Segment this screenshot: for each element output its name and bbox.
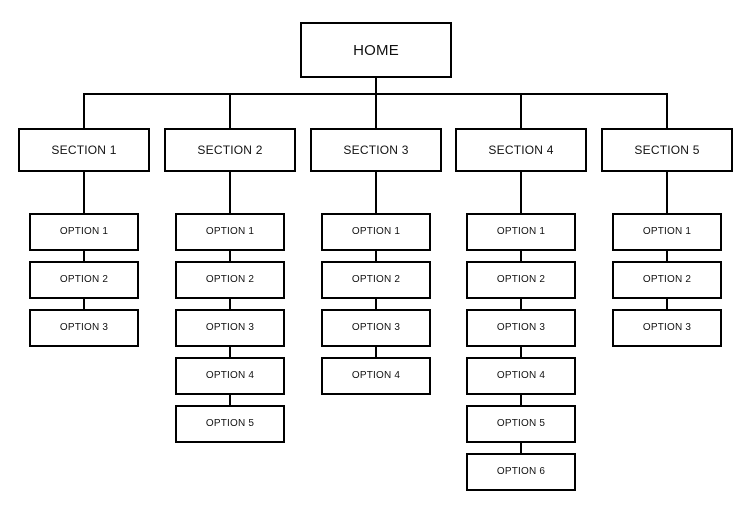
node-option-label: OPTION 4 [496,370,546,381]
connector-section-5-option-2 [666,251,668,261]
connector-bus-to-section-4 [520,94,522,128]
node-section-label: SECTION 4 [488,143,554,157]
node-option-label: OPTION 1 [59,226,109,237]
node-option-label: OPTION 3 [642,322,692,333]
node-option-2-4[interactable]: OPTION 4 [175,357,285,395]
connector-section-5-option-3 [666,299,668,309]
node-option-2-5[interactable]: OPTION 5 [175,405,285,443]
node-option-4-6[interactable]: OPTION 6 [466,453,576,491]
connector-section-3-option-2 [375,251,377,261]
node-home-label: HOME [353,41,399,59]
node-option-4-4[interactable]: OPTION 4 [466,357,576,395]
node-option-3-3[interactable]: OPTION 3 [321,309,431,347]
node-section-2[interactable]: SECTION 2 [164,128,296,172]
node-option-3-4[interactable]: OPTION 4 [321,357,431,395]
connector-bus-to-section-2 [229,94,231,128]
connector-section-4-option-1 [520,172,522,213]
node-option-5-2[interactable]: OPTION 2 [612,261,722,299]
node-section-1[interactable]: SECTION 1 [18,128,150,172]
node-section-label: SECTION 2 [197,143,263,157]
connector-section-4-option-3 [520,299,522,309]
connector-section-1-option-3 [83,299,85,309]
connector-section-1-option-1 [83,172,85,213]
node-option-label: OPTION 6 [496,466,546,477]
node-option-label: OPTION 3 [205,322,255,333]
node-section-label: SECTION 1 [51,143,117,157]
connector-bus-to-section-1 [83,94,85,128]
connector-bus-to-section-3 [375,94,377,128]
node-option-5-1[interactable]: OPTION 1 [612,213,722,251]
node-section-label: SECTION 3 [343,143,409,157]
node-option-label: OPTION 3 [59,322,109,333]
connector-section-5-option-1 [666,172,668,213]
node-section-4[interactable]: SECTION 4 [455,128,587,172]
node-option-4-3[interactable]: OPTION 3 [466,309,576,347]
connector-section-3-option-3 [375,299,377,309]
node-option-label: OPTION 4 [351,370,401,381]
node-option-2-3[interactable]: OPTION 3 [175,309,285,347]
node-option-3-2[interactable]: OPTION 2 [321,261,431,299]
node-option-label: OPTION 1 [205,226,255,237]
connector-section-3-option-1 [375,172,377,213]
connector-section-2-option-4 [229,347,231,357]
connector-section-2-option-1 [229,172,231,213]
node-home[interactable]: HOME [300,22,452,78]
connector-bus-to-section-5 [666,94,668,128]
node-option-2-1[interactable]: OPTION 1 [175,213,285,251]
node-option-4-5[interactable]: OPTION 5 [466,405,576,443]
node-option-1-2[interactable]: OPTION 2 [29,261,139,299]
node-section-3[interactable]: SECTION 3 [310,128,442,172]
node-option-5-3[interactable]: OPTION 3 [612,309,722,347]
connector-section-1-option-2 [83,251,85,261]
connector-section-2-option-3 [229,299,231,309]
node-section-label: SECTION 5 [634,143,700,157]
connector-section-4-option-5 [520,395,522,405]
node-option-label: OPTION 3 [351,322,401,333]
node-option-label: OPTION 2 [205,274,255,285]
node-option-label: OPTION 1 [496,226,546,237]
node-option-label: OPTION 1 [642,226,692,237]
node-option-2-2[interactable]: OPTION 2 [175,261,285,299]
connector-section-4-option-2 [520,251,522,261]
connector-section-2-option-2 [229,251,231,261]
node-option-label: OPTION 5 [496,418,546,429]
node-option-4-2[interactable]: OPTION 2 [466,261,576,299]
connector-section-3-option-4 [375,347,377,357]
node-option-4-1[interactable]: OPTION 1 [466,213,576,251]
connector-root-stem [375,78,377,94]
node-option-label: OPTION 3 [496,322,546,333]
node-option-3-1[interactable]: OPTION 1 [321,213,431,251]
connector-section-2-option-5 [229,395,231,405]
connector-section-4-option-6 [520,443,522,453]
node-section-5[interactable]: SECTION 5 [601,128,733,172]
node-option-label: OPTION 2 [351,274,401,285]
node-option-label: OPTION 2 [496,274,546,285]
node-option-label: OPTION 1 [351,226,401,237]
node-option-label: OPTION 2 [59,274,109,285]
node-option-1-1[interactable]: OPTION 1 [29,213,139,251]
connector-section-4-option-4 [520,347,522,357]
node-option-label: OPTION 2 [642,274,692,285]
node-option-label: OPTION 4 [205,370,255,381]
node-option-label: OPTION 5 [205,418,255,429]
node-option-1-3[interactable]: OPTION 3 [29,309,139,347]
